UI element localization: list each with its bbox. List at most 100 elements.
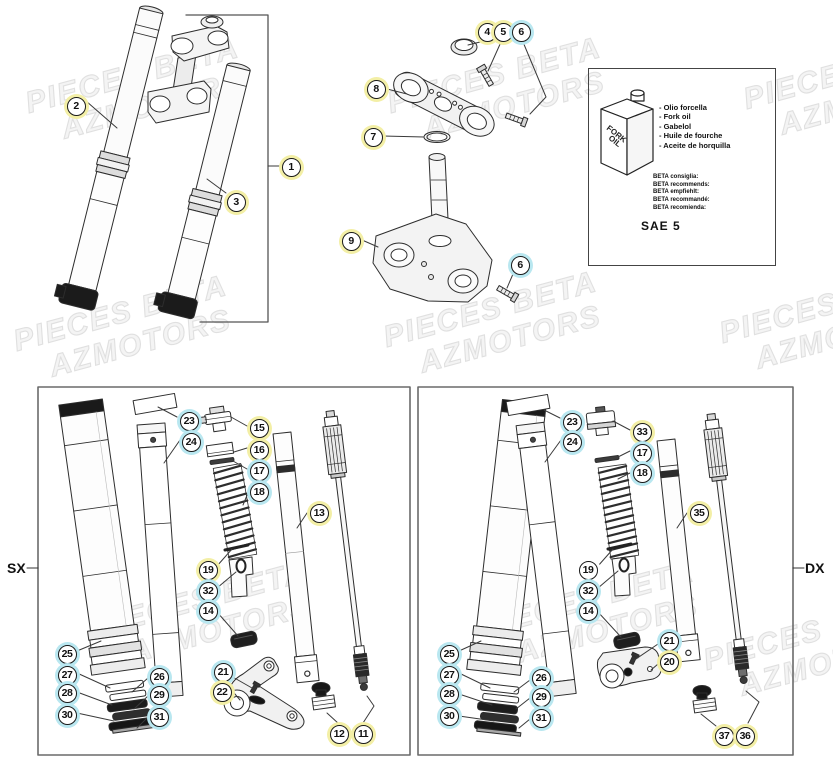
callout-17: 17 xyxy=(249,461,269,481)
top-triple-clamp xyxy=(393,71,495,137)
bottom-triple-clamp xyxy=(372,153,493,303)
leader-line-21 xyxy=(230,675,253,689)
recommendation: BETA consiglia: xyxy=(653,174,699,180)
sx-seal-stack xyxy=(105,679,158,734)
group-bracket xyxy=(185,14,269,323)
bolt-part-5 xyxy=(476,63,496,88)
callout-28: 28 xyxy=(439,684,459,704)
callout-12: 12 xyxy=(329,724,349,744)
leader-line-13 xyxy=(296,512,308,529)
sx-bumper xyxy=(230,630,258,649)
callout-31: 31 xyxy=(531,708,551,728)
oil-can-icon: FORK OIL xyxy=(600,89,654,176)
callout-11: 11 xyxy=(353,724,373,744)
triple-clamp-assembled xyxy=(147,15,230,124)
dx-fork-cap xyxy=(585,406,617,437)
callout-14: 14 xyxy=(198,601,218,621)
callout-22: 22 xyxy=(212,682,232,702)
dx-clip-pin xyxy=(606,542,633,551)
steering-cap xyxy=(450,38,478,56)
fork-leg-right xyxy=(153,62,251,320)
callout-25: 25 xyxy=(439,644,459,664)
leader-line-12 xyxy=(326,712,340,725)
sx-axle-bracket xyxy=(223,656,305,730)
leader-line-32 xyxy=(597,570,619,589)
callout-21: 21 xyxy=(213,662,233,682)
dx-spring-guide xyxy=(611,555,637,597)
leader-line-6 xyxy=(522,41,547,115)
leader-line-26 xyxy=(131,677,149,693)
leader-line-9 xyxy=(361,239,379,248)
callout-23: 23 xyxy=(179,411,199,431)
dx-side-label: DX xyxy=(805,560,825,576)
leader-line-26 xyxy=(513,679,531,693)
callout-24: 24 xyxy=(562,432,582,452)
recommendation: BETA empfiehlt: xyxy=(653,189,699,196)
callout-29: 29 xyxy=(149,685,169,705)
leader-line-5 xyxy=(487,41,502,72)
leader-line-29 xyxy=(515,697,531,710)
callout-27: 27 xyxy=(57,665,77,685)
leader-line-2 xyxy=(85,100,118,129)
callout-32: 32 xyxy=(578,581,598,601)
leader-line-25 xyxy=(76,640,102,652)
bolt-part-6a xyxy=(504,110,529,128)
leader-line-28 xyxy=(76,691,113,706)
leader-line-27 xyxy=(458,672,491,689)
sx-clip-pin xyxy=(223,543,250,552)
callout-24: 24 xyxy=(181,432,201,452)
callout-7: 7 xyxy=(363,127,383,147)
callout-8: 8 xyxy=(366,79,386,99)
leader-line-3 xyxy=(206,178,227,194)
callout-14: 14 xyxy=(578,601,598,621)
leader-line-14 xyxy=(597,611,622,638)
sx-protector-clip xyxy=(132,392,178,416)
callout-27: 27 xyxy=(439,665,459,685)
leader-line-35 xyxy=(676,512,688,529)
callout-30: 30 xyxy=(439,706,459,726)
leader-line-29 xyxy=(133,695,149,710)
sx-fork-cap xyxy=(200,405,232,433)
sx-panel-border xyxy=(37,386,411,756)
callout-26: 26 xyxy=(149,667,169,687)
leader-line-15 xyxy=(230,416,248,427)
dx-axle-bracket xyxy=(596,646,662,689)
callout-2: 2 xyxy=(66,96,86,116)
callout-6: 6 xyxy=(510,255,530,275)
leader-line-7 xyxy=(382,135,425,138)
leader-line-6 xyxy=(506,273,514,289)
leader-line-18 xyxy=(617,472,631,480)
leader-line-17 xyxy=(611,450,631,461)
callout-9: 9 xyxy=(341,231,361,251)
leader-line-31 xyxy=(136,716,149,729)
leader-line-37 xyxy=(700,713,717,727)
leader-line-30 xyxy=(458,715,495,722)
callout-20: 20 xyxy=(659,652,679,672)
leader-line-25 xyxy=(458,640,482,652)
leader-line-17 xyxy=(232,460,248,470)
callout-1: 1 xyxy=(281,157,301,177)
leader-line-19 xyxy=(597,548,614,567)
callout-17: 17 xyxy=(632,443,652,463)
callout-5: 5 xyxy=(493,22,513,42)
leader-line-36 xyxy=(745,690,760,724)
dx-rebound-rod xyxy=(703,413,750,685)
dx-panel-border xyxy=(417,386,794,756)
sx-spacer xyxy=(205,441,235,458)
leader-line-21 xyxy=(632,643,659,662)
oil-name: - Gabelol xyxy=(659,121,692,131)
callout-3: 3 xyxy=(226,192,246,212)
callout-19: 19 xyxy=(578,560,598,580)
leader-line-30 xyxy=(76,712,115,722)
callout-32: 32 xyxy=(198,581,218,601)
leader-line-33 xyxy=(612,420,631,431)
callout-33: 33 xyxy=(632,422,652,442)
oil-name-list: - Olio forcella - Fork oil - Gabelol - H… xyxy=(659,103,730,150)
callout-21: 21 xyxy=(659,631,679,651)
dx-inner-tube xyxy=(515,421,577,698)
callout-37: 37 xyxy=(714,726,734,746)
callout-15: 15 xyxy=(249,418,269,438)
oil-name: - Olio forcella xyxy=(659,103,707,112)
sx-spring-guide xyxy=(228,556,254,598)
